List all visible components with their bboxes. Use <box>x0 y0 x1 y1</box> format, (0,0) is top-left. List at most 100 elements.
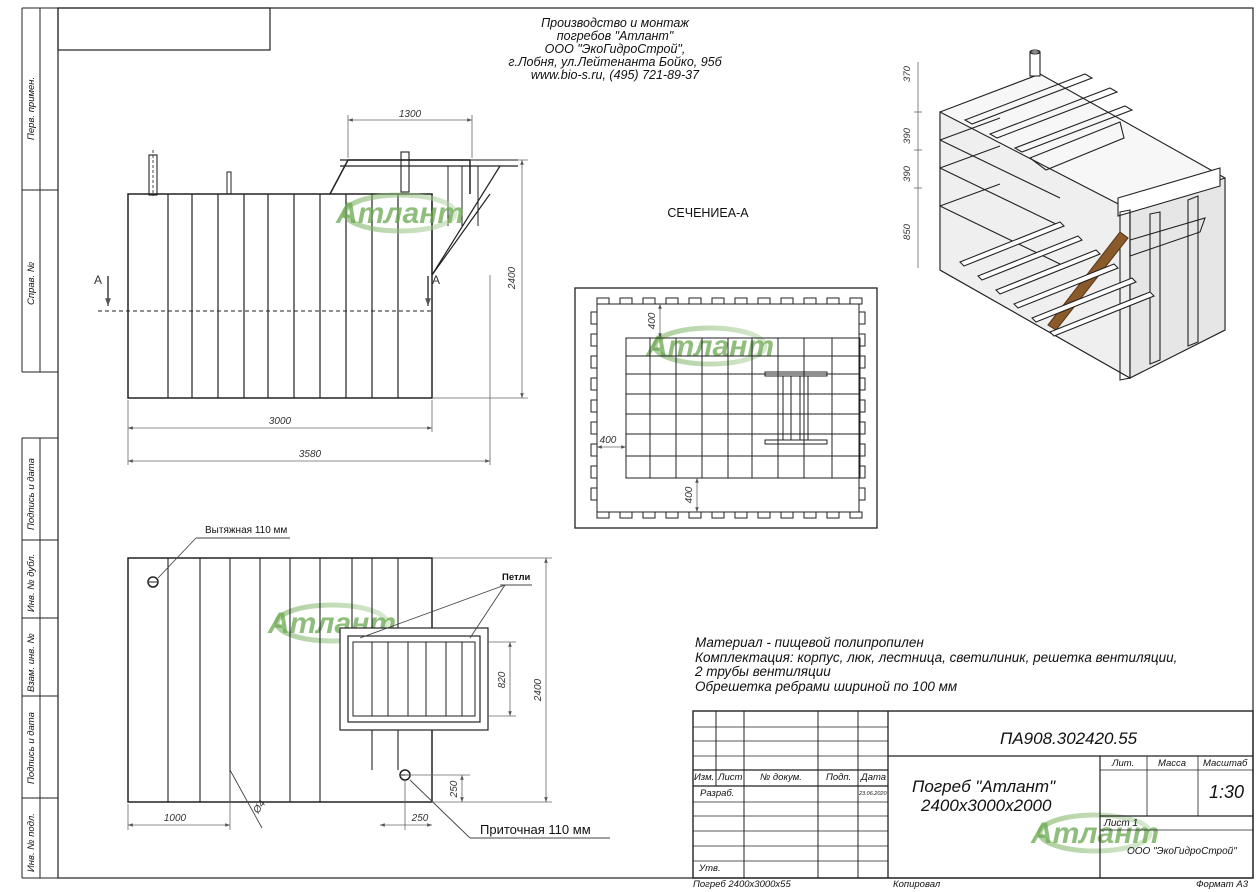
brick-tooth <box>590 421 598 435</box>
brick-tooth <box>590 443 598 457</box>
side-label-inv-dubl: Инв. № дубл. <box>26 553 37 612</box>
brick-tooth <box>849 511 863 519</box>
col-sign: Подп. <box>826 772 852 783</box>
brick-tooth <box>688 297 702 305</box>
plan-dim-1000: 1000 <box>164 813 187 824</box>
brick-tooth <box>858 465 866 479</box>
sheet-frame <box>21 7 1254 879</box>
dim-height-2400: 2400 <box>507 266 518 290</box>
utv-label: Утв. <box>699 863 721 874</box>
massa-label: Масса <box>1158 758 1187 769</box>
header-line: ООО "ЭкоГидроСтрой", <box>544 42 686 56</box>
brick-tooth <box>803 511 817 519</box>
brick-tooth <box>596 511 610 519</box>
side-label-podpis-1: Подпись и дата <box>26 458 37 530</box>
brick-tooth <box>734 297 748 305</box>
header-line: г.Лобня, ул.Лейтенанта Бойко, 95б <box>508 55 722 69</box>
doc-number: ПА908.302420.55 <box>1000 729 1138 748</box>
drawing-name-line2: 2400x3000x2000 <box>921 796 1052 815</box>
brick-tooth <box>590 465 598 479</box>
brick-tooth <box>734 511 748 519</box>
brick-tooth <box>826 297 840 305</box>
watermark-swoosh <box>342 192 458 234</box>
brick-tooth <box>858 399 866 413</box>
side-label-podpis-2: Подпись и дата <box>26 712 37 784</box>
front-view <box>98 115 528 465</box>
brick-tooth <box>780 511 794 519</box>
note-line: 2 трубы вентиляции <box>695 664 831 679</box>
watermark-swoosh <box>274 602 390 644</box>
side-label-inv-podl: Инв. № подл. <box>26 813 37 872</box>
razrab-date: 23.06.2020 <box>859 791 887 797</box>
section-mark-right: А <box>432 273 440 287</box>
atlant-watermark: Атлант <box>335 192 464 234</box>
header-line: www.bio-s.ru, (495) 721-89-37 <box>530 68 700 82</box>
sheet-label: Лист 1 <box>1104 818 1139 829</box>
company-header: Производство и монтаж погребов "Атлант" … <box>470 17 760 82</box>
watermark-swoosh <box>1037 812 1153 854</box>
dim-total-3580: 3580 <box>299 449 322 460</box>
vent-supply-label: Приточная 110 мм <box>480 822 591 837</box>
iso-dim-390b: 390 <box>902 165 913 182</box>
brick-tooth <box>858 487 866 501</box>
brick-tooth <box>780 297 794 305</box>
section-dim-top: 400 <box>647 312 658 329</box>
plan-dim-250-vertical: 250 <box>449 780 460 798</box>
side-label-perv-primen: Перв. примен. <box>26 76 37 140</box>
watermark-swoosh <box>652 325 768 367</box>
section-title: СЕЧЕНИЕА-А <box>667 206 749 220</box>
dim-body-3000: 3000 <box>269 416 292 427</box>
plan-view <box>127 537 610 839</box>
brick-tooth <box>858 421 866 435</box>
brick-tooth <box>642 511 656 519</box>
section-mark-left: А <box>94 273 102 287</box>
col-list: Лист <box>718 772 743 783</box>
brick-tooth <box>858 443 866 457</box>
col-izm: Изм. <box>694 772 715 783</box>
isometric-view <box>914 49 1226 381</box>
iso-rib <box>959 221 1065 267</box>
loops-label: Петли <box>502 572 531 583</box>
brick-tooth <box>757 511 771 519</box>
brick-tooth <box>619 297 633 305</box>
brick-tooth <box>596 297 610 305</box>
brick-tooth <box>590 333 598 347</box>
drawing-labels: 1300 2400 3000 3580 А А СЕЧЕНИЕА-А 400 4… <box>94 65 913 837</box>
note-line: Комплектация: корпус, люк, лестница, све… <box>695 649 1178 665</box>
brick-tooth <box>858 311 866 325</box>
iso-rib <box>1013 263 1119 309</box>
side-label-sprav: Справ. № <box>26 261 37 305</box>
iso-rib <box>977 235 1083 281</box>
org-label: ООО "ЭкоГидроСтрой" <box>1127 846 1237 857</box>
brick-tooth <box>858 333 866 347</box>
watermark-text: Атлант <box>335 197 464 230</box>
brick-tooth <box>688 511 702 519</box>
brick-tooth <box>665 297 679 305</box>
brick-tooth <box>826 511 840 519</box>
footer-left: Погреб 2400x3000x55 <box>693 879 791 890</box>
brick-tooth <box>757 297 771 305</box>
iso-rib <box>1049 291 1155 337</box>
header-line: Производство и монтаж <box>541 16 689 30</box>
razrab-label: Разраб. <box>700 788 735 799</box>
iso-dim-390a: 390 <box>902 127 913 144</box>
brick-tooth <box>590 487 598 501</box>
side-label-vzam-inv: Взам. инв. № <box>26 633 37 692</box>
header-line: погребов "Атлант" <box>556 29 674 43</box>
note-line: Обрешетка ребрами шириной по 100 мм <box>695 678 958 694</box>
iso-rib <box>1031 277 1137 323</box>
masshtab-label: Масштаб <box>1203 758 1248 769</box>
brick-tooth <box>590 355 598 369</box>
lit-label: Лит. <box>1112 758 1135 769</box>
brick-tooth <box>803 297 817 305</box>
plan-dim-2400: 2400 <box>533 678 544 702</box>
atlant-watermark: Атлант <box>1030 812 1159 854</box>
section-view <box>574 287 878 529</box>
col-date: Дата <box>861 772 887 783</box>
vent-exhaust-label: Вытяжная 110 мм <box>205 525 287 536</box>
material-notes: Материал - пищевой полипропилен Комплект… <box>695 635 1178 694</box>
title-block <box>692 710 1254 879</box>
section-grid-outline <box>625 337 861 479</box>
